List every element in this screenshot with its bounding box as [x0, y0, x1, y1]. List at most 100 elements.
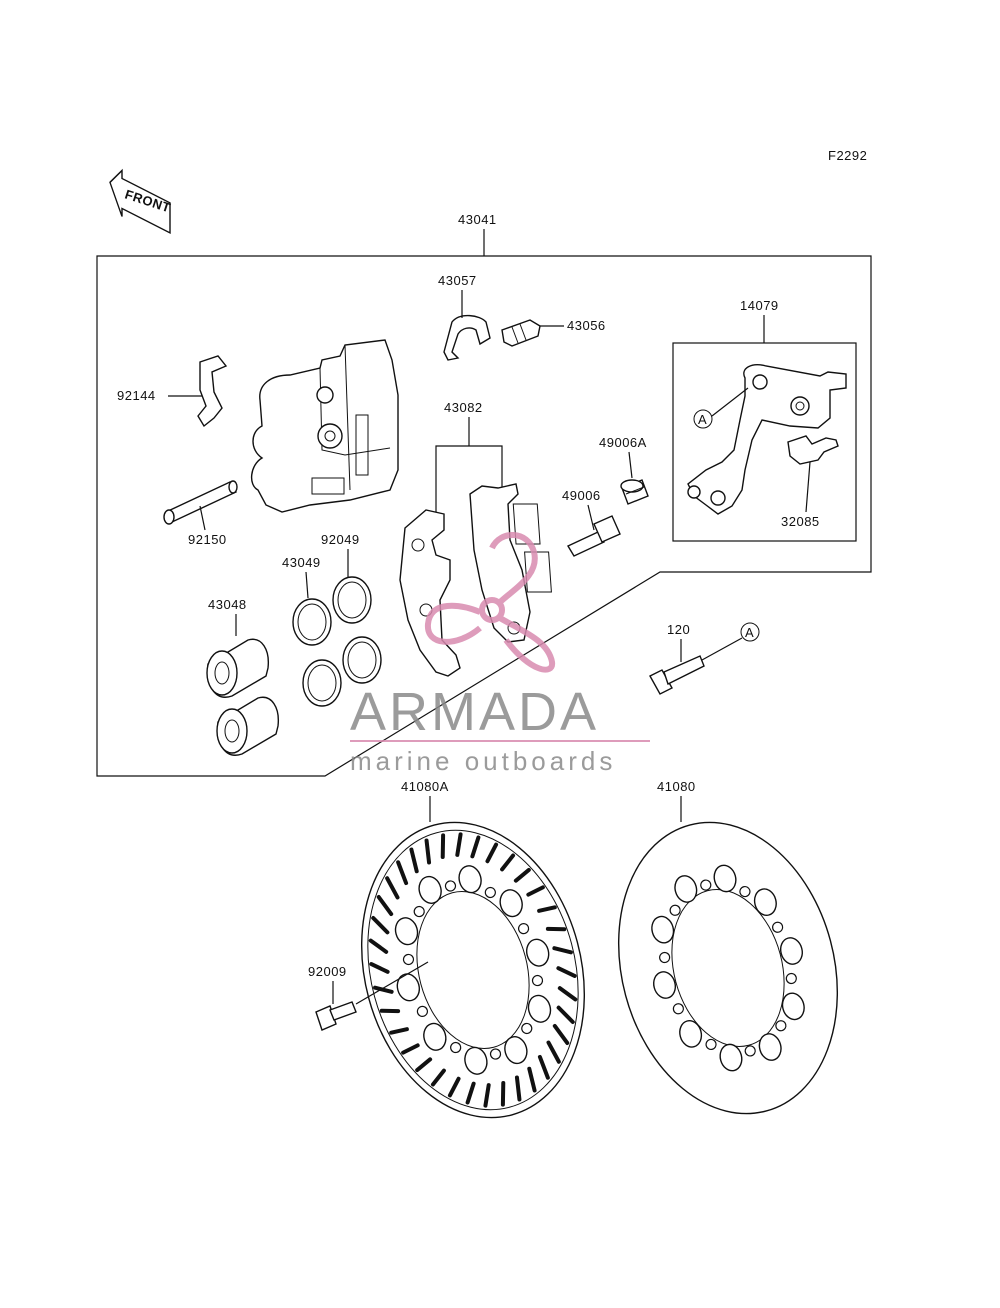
- callout-43049: 43049: [282, 555, 321, 570]
- disc-bolt-hole: [772, 921, 784, 933]
- disc-bolt-hole: [672, 1003, 684, 1015]
- disc-bolt-hole: [413, 905, 425, 918]
- disc-slot: [401, 1043, 420, 1055]
- disc-slot: [415, 1057, 433, 1073]
- disc-slot: [430, 1068, 446, 1087]
- caliper-pistons: [206, 638, 279, 756]
- disc-bolt-hole: [669, 904, 681, 916]
- disc-bolt-hole: [450, 1041, 462, 1054]
- callout-92049: 92049: [321, 532, 360, 547]
- disc-cutout: [719, 1043, 743, 1072]
- disc-cutout: [753, 888, 777, 916]
- disc-slot: [556, 1005, 575, 1024]
- bleeder-valve: [501, 319, 541, 347]
- armada-watermark-logo: ARMADA marine outboards: [350, 532, 650, 776]
- disc-slot: [379, 1008, 401, 1014]
- caliper-assembly-frame: [96, 255, 872, 777]
- disc-cutout: [423, 1022, 447, 1051]
- disc-slot: [376, 895, 394, 917]
- pin-49006: [567, 515, 621, 557]
- callout-43048: 43048: [208, 597, 247, 612]
- disc-bolt-hole: [744, 1045, 756, 1057]
- disc-bolt-hole: [416, 1005, 429, 1017]
- disc-slot: [485, 842, 499, 864]
- pad-spring-clip: [197, 355, 228, 428]
- disc-cutout: [394, 917, 419, 946]
- disc-cutout: [713, 864, 737, 893]
- callout-92144: 92144: [117, 388, 156, 403]
- disc-slot: [546, 1040, 561, 1064]
- callout-92009: 92009: [308, 964, 347, 979]
- disc-bolt-hole: [739, 885, 751, 898]
- callout-120: 120: [667, 622, 690, 637]
- disc-bolt-hole: [659, 951, 671, 964]
- disc-slot: [552, 946, 573, 955]
- disc-slot: [526, 885, 545, 897]
- disc-cutout: [758, 1033, 782, 1061]
- disc-slot: [440, 833, 446, 859]
- disc-slot: [385, 876, 400, 900]
- disc-cutout: [504, 1036, 528, 1065]
- brake-disc-41080: [617, 821, 839, 1115]
- brake-disc-41080a: [360, 821, 586, 1119]
- disc-cutout: [679, 1020, 703, 1048]
- disc-cutout: [674, 875, 698, 903]
- disc-slot: [396, 860, 409, 886]
- callout-14079: 14079: [740, 298, 779, 313]
- callout-92150: 92150: [188, 532, 227, 547]
- ref-mark-a2: A: [745, 625, 754, 640]
- ref-mark-a-bolt: [740, 622, 760, 642]
- pin-plug-49006a: [620, 479, 649, 505]
- caliper-slide-pin: [163, 480, 238, 525]
- callout-43082: 43082: [444, 400, 483, 415]
- callout-49006A: 49006A: [599, 435, 647, 450]
- disc-slot: [483, 1083, 491, 1108]
- disc-slot: [470, 835, 481, 859]
- callout-32085: 32085: [781, 514, 820, 529]
- disc-slot: [537, 1054, 550, 1080]
- disc-cutout: [418, 875, 442, 904]
- disc-bolt-hole: [775, 1020, 787, 1032]
- disc-bolt-hole: [402, 953, 415, 966]
- disc-cutout: [651, 915, 675, 944]
- disc-cutout: [779, 937, 803, 965]
- disc-bolt-hole: [444, 880, 457, 892]
- disc-cutout: [653, 971, 677, 999]
- piston-seals: [292, 576, 382, 707]
- disc-cutout: [458, 865, 482, 894]
- disc-slot: [373, 985, 394, 994]
- disc-slot: [409, 847, 419, 874]
- watermark-brand: ARMADA: [350, 682, 599, 742]
- brake-pad-left: [399, 509, 461, 677]
- propeller-icon: [424, 532, 555, 673]
- disc-cutout: [527, 994, 552, 1023]
- disc-slot: [447, 1076, 461, 1098]
- disc-slot: [514, 1075, 522, 1102]
- disc-bolt-hole: [705, 1038, 717, 1051]
- disc-bolt-hole: [700, 879, 712, 891]
- callout-43041: 43041: [458, 212, 497, 227]
- callout-43056: 43056: [567, 318, 606, 333]
- callout-41080A: 41080A: [401, 779, 449, 794]
- ref-mark-a1: A: [698, 412, 707, 427]
- disc-slot: [537, 905, 557, 913]
- disc-cutout: [499, 889, 523, 918]
- figure-code: F2292: [828, 148, 867, 163]
- ref-mark-a-bracket: [693, 409, 713, 429]
- disc-slot: [527, 1066, 537, 1093]
- disc-cutout: [464, 1046, 488, 1075]
- disc-bolt-hole: [785, 972, 797, 985]
- caliper-body: [251, 339, 399, 513]
- disc-cutout: [525, 938, 550, 967]
- callout-41080: 41080: [657, 779, 696, 794]
- disc-bolt-hole: [484, 886, 496, 899]
- disc-slot: [513, 867, 531, 883]
- disc-slot: [389, 1027, 409, 1035]
- disc-bolt-hole: [517, 923, 530, 935]
- callout-43057: 43057: [438, 273, 477, 288]
- disc-slot: [545, 926, 567, 932]
- caliper-bracket: [687, 364, 847, 515]
- disc-slot: [556, 966, 577, 978]
- disc-slot: [371, 916, 390, 935]
